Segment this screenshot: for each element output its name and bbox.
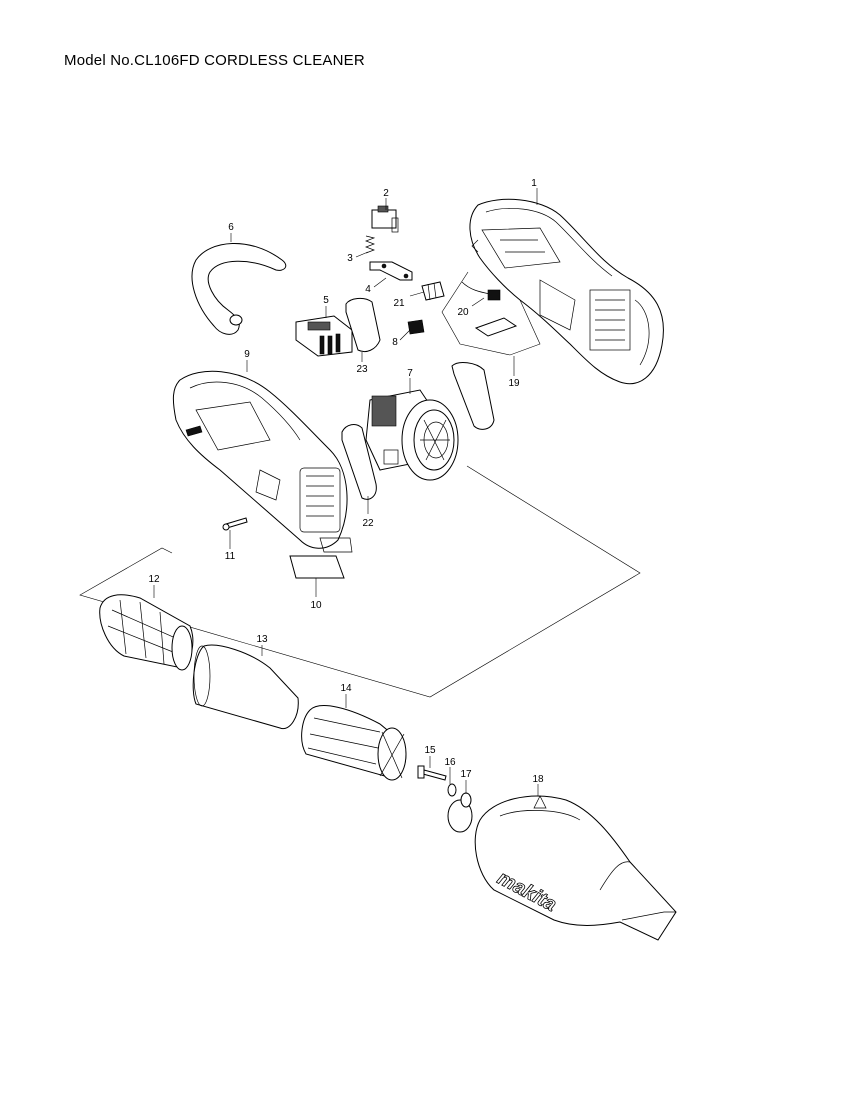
label-part-17: 17	[460, 769, 472, 780]
part-10-label	[289, 555, 345, 579]
part-12-filter-cage	[99, 594, 194, 671]
part-6-hook	[191, 243, 287, 335]
label-part-19: 19	[508, 378, 520, 389]
part-21-terminal	[421, 281, 445, 301]
part-14-filter	[301, 705, 407, 781]
label-part-12: 12	[148, 574, 160, 585]
part-20-lead-wire	[461, 281, 501, 301]
label-part-1: 1	[531, 178, 537, 189]
part-15-screw	[417, 765, 447, 781]
part-2-switch	[371, 205, 399, 233]
label-part-13: 13	[256, 634, 268, 645]
label-part-14: 14	[340, 683, 352, 694]
part-11-screw	[222, 517, 248, 531]
part-3-spring	[365, 235, 376, 254]
part-17-valve	[447, 792, 473, 833]
part-9-housing-set	[172, 370, 353, 553]
part-1-housing	[469, 198, 664, 385]
part-23-sponge	[345, 297, 381, 353]
label-part-20: 20	[457, 307, 469, 318]
label-part-9: 9	[244, 349, 250, 360]
label-part-23: 23	[356, 364, 368, 375]
part-19-sponge	[451, 362, 495, 430]
part-8-pad	[407, 319, 425, 335]
page-title: Model No.CL106FD CORDLESS CLEANER	[64, 52, 365, 69]
label-part-6: 6	[228, 222, 234, 233]
label-part-4: 4	[365, 284, 371, 295]
label-part-3: 3	[347, 253, 353, 264]
label-part-5: 5	[323, 295, 329, 306]
part-13-prefilter	[192, 644, 299, 730]
label-part-18: 18	[532, 774, 544, 785]
part-number-labels: 1 2 3 4 5 6 7 8 9 10 11 12 13 14 15 16 1…	[148, 178, 544, 785]
part-7-motor	[365, 389, 459, 481]
label-part-10: 10	[310, 600, 322, 611]
label-part-21: 21	[393, 298, 405, 309]
part-19-group	[474, 317, 518, 337]
part-4-lever	[369, 261, 413, 281]
part-18-dust-case: makita	[474, 795, 677, 941]
label-part-16: 16	[444, 757, 456, 768]
label-part-22: 22	[362, 518, 374, 529]
label-part-15: 15	[424, 745, 436, 756]
label-part-8: 8	[392, 337, 398, 348]
part-16-washer	[447, 783, 457, 797]
part-5-controller	[295, 315, 353, 357]
label-part-7: 7	[407, 368, 413, 379]
part-22-sponge	[341, 424, 377, 500]
label-part-2: 2	[383, 188, 389, 199]
leader-lines	[153, 188, 539, 796]
label-part-11: 11	[225, 551, 236, 562]
